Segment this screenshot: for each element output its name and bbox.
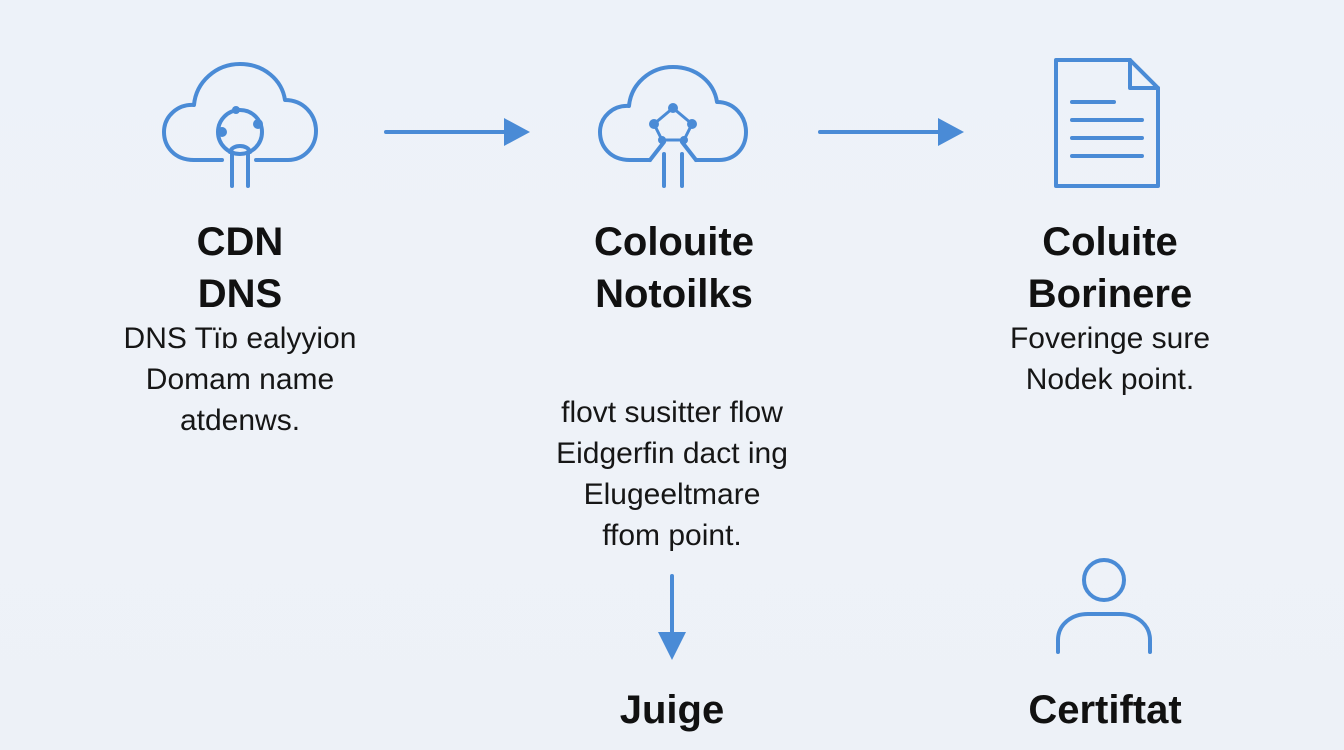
user-icon (1056, 558, 1152, 654)
title-line: CDN (196, 220, 284, 264)
arrow-right-icon (384, 118, 530, 146)
title-line: Juige (619, 688, 725, 732)
document-icon (1054, 58, 1160, 188)
node-title: Juige (572, 684, 772, 736)
cloud-network-icon (598, 65, 748, 188)
node-title: CDN DNS (140, 216, 340, 320)
desc-line: flovt susitter flow (561, 396, 783, 429)
desc-line: atdenws. (179, 404, 301, 437)
arrow-down-icon (658, 574, 686, 660)
title-line: Borinere (1027, 272, 1193, 316)
title-line: DNS (197, 272, 283, 316)
title-line: Coluite (1042, 220, 1178, 264)
desc-line: Eidgerfin dact ing (556, 437, 788, 470)
node-title: Colouite Notoilks (524, 216, 824, 320)
desc-line: Domam name (145, 363, 335, 396)
desc-line: Elugeeltmare (583, 478, 761, 511)
node-title: Coluite Borinere (960, 216, 1260, 320)
desc-line: DNS Tïɒ ealyyion (123, 322, 357, 355)
desc-line: Foveringe sure (1009, 322, 1211, 355)
arrow-right-icon (818, 118, 964, 146)
title-line: Colouite (594, 220, 754, 264)
node-description: DNS Tïɒ ealyyion Domam name atdenws. (60, 318, 420, 441)
desc-line: Nodek point. (1025, 363, 1195, 396)
title-line: Notoilks (595, 272, 753, 316)
desc-line: ffom point. (602, 519, 742, 552)
title-line: Certiftat (1028, 688, 1182, 732)
node-description: Foveringe sure Nodek point. (930, 318, 1290, 400)
cloud-tree-icon (162, 62, 318, 188)
node-title: Certiftat (955, 684, 1255, 736)
node-description: flovt susitter flow Eidgerfin dact ing E… (472, 392, 872, 556)
